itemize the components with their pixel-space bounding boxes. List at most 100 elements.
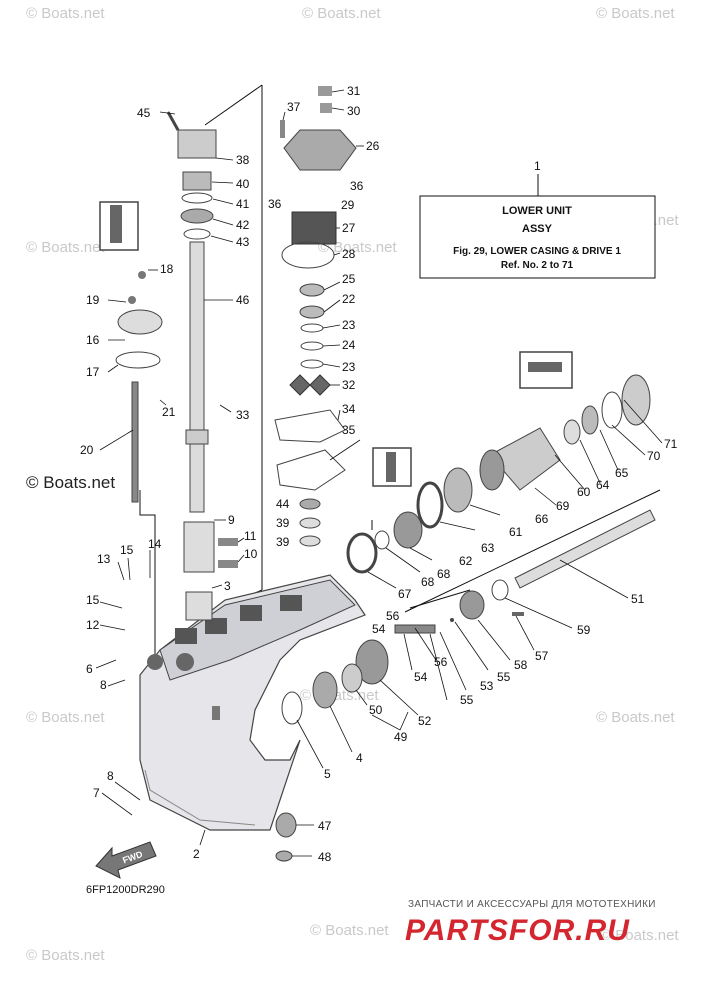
callout-67: 67 [398, 587, 412, 601]
callout-43: 43 [236, 235, 250, 249]
ref-box-ref: Ref. No. 2 to 71 [501, 260, 574, 271]
callout-50: 50 [369, 703, 383, 717]
callout-56: 56 [386, 609, 400, 623]
callout-26: 26 [366, 139, 380, 153]
shift-rod-group [99, 201, 163, 503]
callout-68: 68 [421, 575, 435, 589]
callout-69: 69 [556, 499, 570, 513]
callout-54: 54 [414, 670, 428, 684]
callout-70: 70 [647, 449, 661, 463]
watermark: © Boats.net [26, 5, 105, 22]
ref-box-title: LOWER UNIT [502, 205, 572, 217]
watermark: © Boats.net [600, 927, 679, 944]
watermark: © Boats.net [26, 239, 105, 256]
callout-55: 55 [497, 670, 511, 684]
callout-3: 3 [224, 579, 231, 593]
callout-2: 2 [193, 847, 200, 861]
watermark: © Boats.net [318, 239, 397, 256]
callout-61: 61 [509, 525, 523, 539]
callout-59: 59 [577, 623, 591, 637]
callout-28: 28 [342, 247, 356, 261]
callout-42: 42 [236, 218, 250, 232]
drive-shaft-group [166, 111, 238, 621]
callout-1: 1 [534, 159, 541, 173]
leader-lines [95, 89, 663, 857]
callout-10: 10 [244, 547, 258, 561]
callout-6: 6 [86, 662, 93, 676]
lower-casing [139, 574, 366, 831]
ref-box-fig: Fig. 29, LOWER CASING & DRIVE 1 [453, 246, 621, 257]
callout-62: 62 [459, 554, 473, 568]
watermark: © Boats.net [26, 709, 105, 726]
callout-22: 22 [342, 292, 356, 306]
callout-52: 52 [418, 714, 432, 728]
callout-55: 55 [460, 693, 474, 707]
watermark: © Boats.net [310, 922, 389, 939]
callout-39: 39 [276, 535, 290, 549]
propeller-shaft-group [275, 351, 656, 862]
reference-box: 1 LOWER UNIT ASSY Fig. 29, LOWER CASING … [419, 159, 656, 279]
callout-23: 23 [342, 318, 356, 332]
callout-38: 38 [236, 153, 250, 167]
callout-54: 54 [372, 622, 386, 636]
callout-58: 58 [514, 658, 528, 672]
promo-banner: ЗАПЧАСТИ И АКСЕССУАРЫ ДЛЯ МОТОТЕХНИКИ PA… [405, 899, 656, 947]
callout-57: 57 [535, 649, 549, 663]
callout-48: 48 [318, 850, 332, 864]
callout-7: 7 [93, 786, 100, 800]
callout-16: 16 [86, 333, 100, 347]
callout-63: 63 [481, 541, 495, 555]
callout-13: 13 [97, 552, 111, 566]
callout-30: 30 [347, 104, 361, 118]
callout-24: 24 [342, 338, 356, 352]
callout-9: 9 [228, 513, 235, 527]
callout-21: 21 [162, 405, 176, 419]
watermark: © Boats.net [302, 5, 381, 22]
callout-33: 33 [236, 408, 250, 422]
callout-51: 51 [631, 592, 645, 606]
assembly-outline [139, 84, 661, 660]
watermark: © Boats.net [26, 947, 105, 964]
callout-41: 41 [236, 197, 250, 211]
callout-36: 36 [268, 197, 282, 211]
callout-36: 36 [350, 179, 364, 193]
callout-20: 20 [80, 443, 94, 457]
diagram-code: 6FP1200DR290 [86, 884, 165, 896]
callout-15: 15 [86, 593, 100, 607]
callout-39: 39 [276, 516, 290, 530]
callout-47: 47 [318, 819, 332, 833]
callout-65: 65 [615, 466, 629, 480]
callout-25: 25 [342, 272, 356, 286]
callout-49: 49 [394, 730, 408, 744]
callouts: 45 38 40 41 42 43 46 18 19 16 17 21 33 2… [80, 84, 678, 864]
callout-27: 27 [342, 221, 356, 235]
callout-4: 4 [356, 751, 363, 765]
callout-46: 46 [236, 293, 250, 307]
callout-11: 11 [244, 529, 257, 543]
callout-34: 34 [342, 402, 356, 416]
watermark: © Boats.net [596, 709, 675, 726]
callout-29: 29 [341, 198, 355, 212]
callout-17: 17 [86, 365, 100, 379]
callout-56: 56 [434, 655, 448, 669]
callout-66: 66 [535, 512, 549, 526]
ref-box-subtitle: ASSY [522, 223, 553, 235]
watermark: © Boats.net [300, 687, 379, 704]
callout-5: 5 [324, 767, 331, 781]
callout-14: 14 [148, 537, 162, 551]
fwd-arrow-icon: FWD [95, 841, 157, 879]
callout-8: 8 [100, 678, 107, 692]
callout-64: 64 [596, 478, 610, 492]
callout-71: 71 [664, 437, 678, 451]
callout-12: 12 [86, 618, 100, 632]
callout-68: 68 [437, 567, 451, 581]
callout-37: 37 [287, 100, 301, 114]
callout-19: 19 [86, 293, 100, 307]
callout-45: 45 [137, 106, 151, 120]
promo-text: ЗАПЧАСТИ И АКСЕССУАРЫ ДЛЯ МОТОТЕХНИКИ [408, 899, 656, 910]
callout-40: 40 [236, 177, 250, 191]
callout-23: 23 [342, 360, 356, 374]
brand-logo: PARTSFOR.RU [405, 914, 630, 947]
